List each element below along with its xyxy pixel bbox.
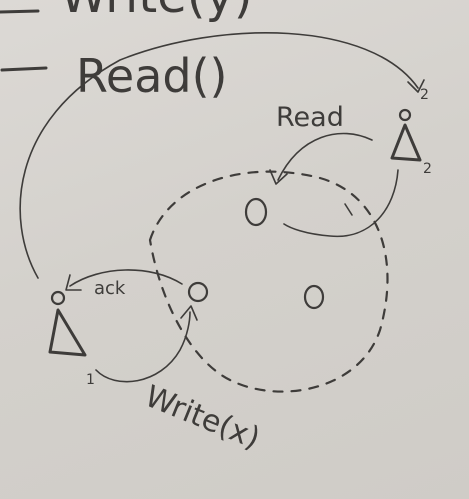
arrow-tick-mark [344, 203, 353, 216]
top-line-partial: Write(y) [0, 0, 253, 24]
read-request-arrow [277, 132, 373, 181]
client-1-number: 1 [86, 372, 95, 388]
replica-node-middle [303, 284, 325, 310]
ack-arrowhead [65, 274, 82, 291]
inner-read-label: Read [276, 102, 344, 133]
write-label: Write(x) [140, 379, 265, 457]
read-flow-long-arc [19, 32, 419, 279]
client-2-head [398, 108, 412, 122]
read-request-arrowhead [269, 169, 288, 185]
read-flow-arrowhead [407, 79, 425, 93]
write-arrowhead [180, 305, 198, 321]
client2-arrow-number: 2 [420, 87, 429, 103]
ack-arrow [69, 269, 183, 287]
client-2-number: 2 [423, 161, 432, 177]
write-arrow [95, 311, 191, 383]
client-2-body [390, 123, 422, 162]
ack-label: ack [94, 278, 126, 299]
system-boundary-dashed-circle [148, 170, 389, 393]
client-2-figure: 2 [390, 108, 432, 177]
client-1-figure: 1 [48, 290, 95, 388]
read-call-label: Read() [76, 49, 227, 103]
replica-node-top [244, 197, 268, 227]
client-1-body [48, 308, 87, 357]
replica-node-left [187, 281, 209, 303]
read-line: Read() [0, 49, 227, 103]
client-1-head [50, 290, 66, 306]
top-line-text: Write(y) [60, 0, 253, 24]
replica-return-arrow [283, 169, 399, 238]
